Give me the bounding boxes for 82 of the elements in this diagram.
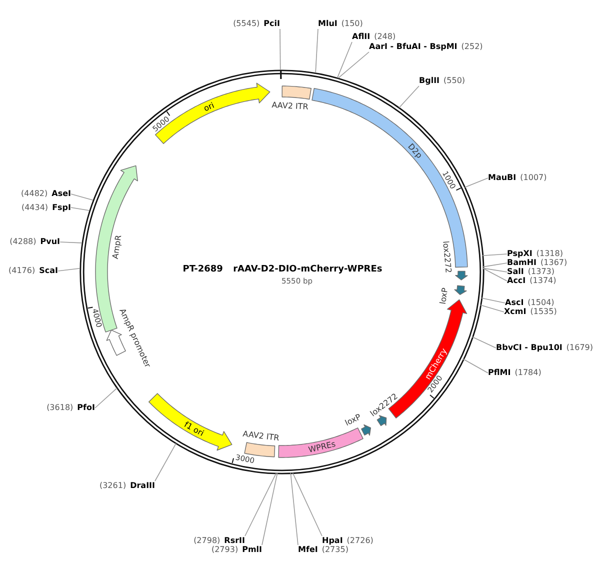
leader-line [482,268,508,272]
cut-position: (1373) [528,267,554,276]
leader-line [154,442,176,482]
enzyme-name: BamHI [507,258,537,268]
leader-line [60,242,82,244]
cut-position: (1367) [540,258,568,268]
cut-position: (150) [341,19,363,29]
enzyme-name: ScaI [39,266,58,276]
cut-position: (2798) [194,536,220,546]
cut-position: (4434) [21,202,48,212]
feature-label: AAV2 ITR [242,430,280,443]
cut-position: (1007) [520,173,547,183]
enzyme-name: MauBI [488,173,516,183]
leader-line [336,42,352,78]
leader-line [94,388,118,408]
enzyme-name: RsrII [224,536,245,546]
leader-line [462,358,488,374]
enzyme-name: MfeI [298,545,318,555]
cut-position: (4288) [10,237,36,247]
leader-line [482,262,508,268]
enzyme-name: SalI [507,267,524,277]
leader-line [472,336,496,348]
leader-line [70,194,94,201]
leader-line [480,304,504,312]
enzyme-name: FspI [52,202,71,212]
cut-position: (2793) [211,545,238,555]
enzyme-name: HpaI [322,536,343,546]
enzyme-name: BglII [419,76,440,86]
leader-line [280,28,281,70]
cut-position: (1535) [530,307,557,317]
leader-line [464,178,488,188]
plasmid-name: PT-2689 rAAV-D2-DIO-mCherry-WPREs [182,264,382,276]
leader-line [480,298,506,304]
enzyme-name: BbvCI - Bpu10I [496,343,562,353]
enzyme-name: AflII [352,32,370,42]
leader-line [58,268,80,272]
enzyme-name: PvuI [40,237,60,247]
cut-position: (4176) [8,266,36,276]
cut-position: (2726) [346,536,374,546]
leader-line [482,254,508,256]
cut-position: (3261) [99,481,126,491]
enzyme-name: XcmI [504,307,526,317]
enzyme-name: DraIII [130,481,155,491]
cut-position: (1679) [566,343,594,353]
enzyme-name: PspXI [507,249,532,259]
cut-position: (1374) [530,276,556,286]
leader-line [398,86,420,108]
enzyme-name: PflMI [488,368,511,378]
enzyme-name: AarI - BfuAI - BspMI [369,42,458,52]
cut-position: (550) [444,76,466,86]
leader-line [262,472,278,546]
cut-position: (1318) [536,249,563,258]
leader-line [315,28,318,74]
feature-label: ori [202,100,216,113]
enzyme-name: MluI [318,19,338,29]
feature-label: loxP [438,287,450,305]
enzyme-name: AccI [507,276,526,286]
leader-line [70,207,90,211]
feature-label: AAV2 ITR [272,100,309,112]
cut-position: (248) [374,32,396,42]
enzyme-name: AscI [505,298,524,308]
cut-position: (252) [461,42,483,52]
cut-position: (1504) [528,298,554,308]
cut-position: (3618) [46,403,74,413]
enzyme-name: PfoI [77,403,95,413]
feature-label: WPREs [308,439,336,454]
cut-position: (1784) [514,368,542,378]
cut-position: (4482) [21,189,48,199]
enzyme-name: AseI [52,189,71,199]
leader-line [292,472,322,536]
enzyme-name: PmlI [242,545,262,555]
leader-line [290,472,298,546]
cut-position: (2735) [322,545,348,555]
cut-position: (5545) [233,19,260,29]
feature-label: f1 ori [182,420,206,438]
feature-label: loxP [344,412,363,428]
leader-line [338,52,370,78]
enzyme-name: PciI [264,19,280,29]
feature-label: lox2272 [441,240,453,274]
feature-label: AmpR [111,234,124,260]
leader-line [482,268,508,282]
leader-line [244,472,277,536]
